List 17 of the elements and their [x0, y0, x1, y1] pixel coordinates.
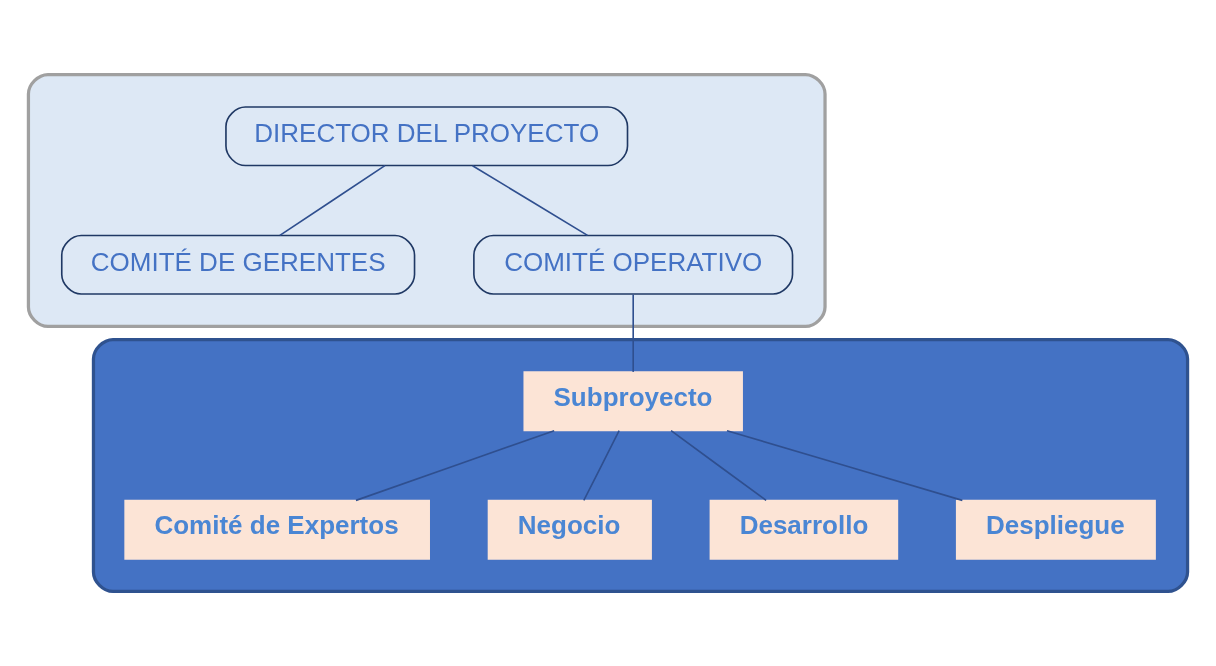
connector [355, 429, 555, 502]
node-box: COMITÉ OPERATIVO [473, 234, 794, 295]
connector [632, 293, 634, 373]
cluster [26, 72, 827, 329]
node-box: Despliegue [955, 499, 1156, 560]
node-box: COMITÉ DE GERENTES [60, 234, 416, 295]
connector [279, 164, 386, 237]
node-box: Comité de Expertos [124, 499, 430, 560]
connector [583, 429, 620, 502]
node-box: DIRECTOR DEL PROYECTO [225, 106, 629, 167]
connector [471, 164, 589, 237]
connector [726, 429, 964, 502]
cluster [91, 337, 1190, 594]
node-box: Negocio [487, 499, 652, 560]
connector [670, 429, 767, 502]
node-box: Subproyecto [523, 371, 743, 432]
node-box: Desarrollo [709, 499, 899, 560]
